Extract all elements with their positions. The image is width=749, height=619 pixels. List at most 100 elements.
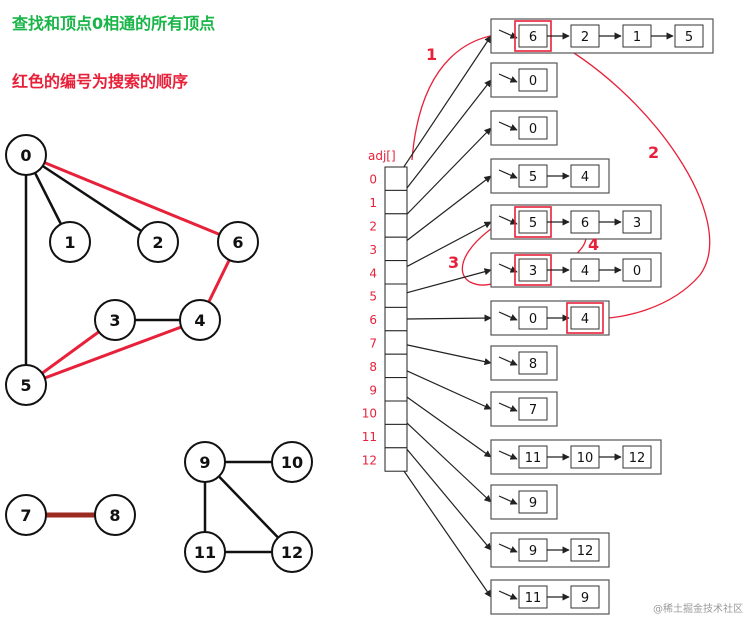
- search-order-label-4: 4: [588, 235, 599, 254]
- adj-pointer-9: [395, 388, 492, 458]
- page-title: 查找和顶点0相通的所有顶点: [12, 14, 216, 33]
- vertex-label: 4: [194, 311, 205, 330]
- adj-pointer-0: [395, 35, 492, 180]
- search-order-label-3: 3: [448, 253, 459, 272]
- adj-cell-4: [384, 260, 408, 285]
- graph-vertex-6: 6: [217, 221, 259, 263]
- graph-vertex-3: 3: [94, 299, 136, 341]
- list-node-value: 5: [685, 30, 693, 45]
- adj-cell-8: [384, 353, 408, 379]
- adj-pointer-7: [395, 341, 492, 366]
- adj-cell-9: [384, 377, 408, 402]
- graph-vertex-11: 11: [184, 531, 226, 573]
- list-node-value: 0: [529, 312, 537, 327]
- graph-edge-4-5: [25, 318, 201, 387]
- vertex-label: 7: [20, 506, 31, 525]
- graph-vertex-2: 2: [137, 221, 179, 263]
- list-node-value: 9: [581, 591, 589, 606]
- graph-vertex-1: 1: [49, 221, 91, 263]
- adj-cell-10: [384, 400, 408, 425]
- adj-index-8: 8: [369, 360, 377, 374]
- graph-vertex-9: 9: [184, 441, 226, 483]
- adj-index-12: 12: [362, 454, 377, 468]
- list-node: [518, 397, 548, 421]
- list-node-value: 2: [581, 30, 589, 45]
- graph-vertex-12: 12: [271, 531, 313, 573]
- adj-index-11: 11: [362, 430, 377, 444]
- list-node: [570, 585, 600, 609]
- adj-label: adj[]: [368, 149, 396, 163]
- adj-index-9: 9: [369, 383, 377, 397]
- graph-vertex-4: 4: [179, 299, 221, 341]
- adj-list-12: 11 9: [490, 579, 610, 615]
- list-node: [570, 306, 600, 330]
- adj-index-10: 10: [362, 407, 377, 421]
- vertex-label: 10: [281, 453, 303, 472]
- adj-cell-11: [384, 423, 408, 449]
- graph-vertex-5: 5: [5, 364, 47, 406]
- list-node: [674, 24, 704, 48]
- adj-cell-0: [384, 166, 408, 191]
- graph-vertex-10: 10: [271, 441, 313, 483]
- vertex-label: 0: [20, 146, 31, 165]
- list-node: [622, 258, 652, 282]
- list-node-value: 3: [633, 216, 641, 231]
- adj-cell-3: [384, 236, 408, 262]
- list-node-value: 11: [525, 591, 542, 606]
- vertex-label: 5: [20, 376, 31, 395]
- list-node-value: 12: [629, 451, 646, 466]
- adj-index-3: 3: [369, 243, 377, 257]
- vertex-label: 8: [109, 506, 120, 525]
- list-node: [518, 116, 548, 140]
- search-order-label-2: 2: [648, 143, 659, 162]
- adj-cell-2: [384, 213, 408, 238]
- adj-pointer-3: [395, 175, 492, 250]
- list-node-value: 6: [581, 216, 589, 231]
- adj-pointer-2: [395, 127, 492, 226]
- list-node: [518, 351, 548, 375]
- adj-pointer-12: [395, 459, 492, 598]
- vertex-label: 2: [152, 233, 163, 252]
- graph-vertex-0: 0: [5, 134, 47, 176]
- adj-pointer-6: [395, 314, 492, 322]
- vertex-label: 1: [64, 233, 75, 252]
- list-node-value: 0: [529, 122, 537, 137]
- adj-index-5: 5: [369, 290, 377, 304]
- adj-list-8: 7: [490, 391, 558, 427]
- list-node: [570, 538, 600, 562]
- list-node-value: 9: [529, 544, 537, 559]
- list-node-value: 4: [581, 170, 589, 185]
- adj-index-1: 1: [369, 196, 377, 210]
- adj-pointer-1: [395, 79, 492, 203]
- list-node-value: 4: [581, 312, 589, 327]
- list-node-value: 4: [581, 264, 589, 279]
- list-node-value: 0: [529, 74, 537, 89]
- list-node: [518, 68, 548, 92]
- adj-index-2: 2: [369, 220, 377, 234]
- search-highlight: [566, 302, 604, 334]
- vertex-label: 3: [109, 311, 120, 330]
- adj-cell-5: [384, 283, 408, 308]
- adj-pointer-8: [395, 365, 492, 410]
- page-subtitle: 红色的编号为搜索的顺序: [12, 72, 189, 91]
- graph-vertex-8: 8: [94, 494, 136, 536]
- search-order-label-1: 1: [426, 45, 437, 64]
- graph-edge-0-6: [25, 153, 239, 244]
- list-node-value: 11: [525, 451, 542, 466]
- list-node-value: 1: [633, 30, 641, 45]
- graph-edge-0-2: [25, 153, 159, 244]
- list-node: [570, 164, 600, 188]
- list-node: [622, 210, 652, 234]
- list-node: [518, 490, 548, 514]
- list-node-value: 7: [529, 403, 537, 418]
- adj-index-4: 4: [369, 266, 377, 280]
- adj-index-0: 0: [369, 173, 377, 187]
- adj-list-7: 8: [490, 345, 558, 381]
